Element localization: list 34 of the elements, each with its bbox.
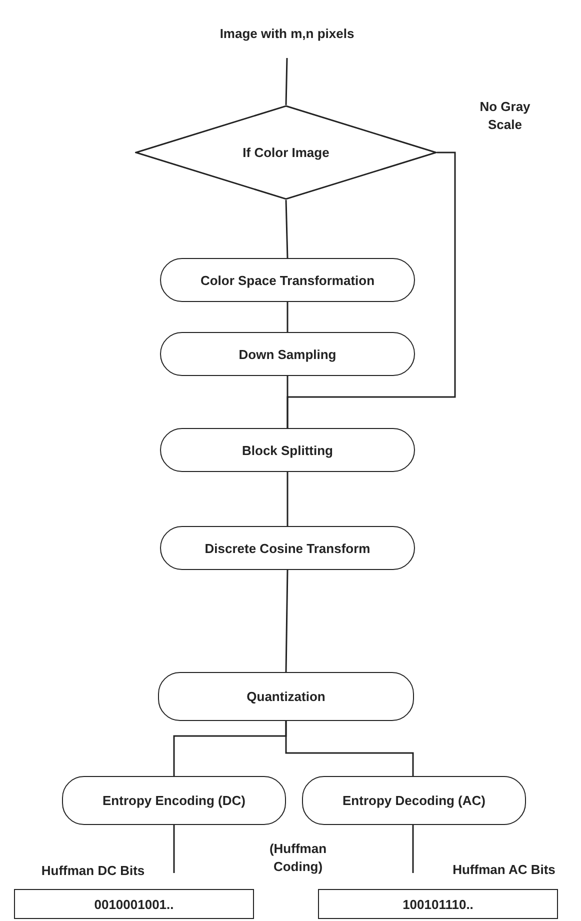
process-box bbox=[302, 776, 526, 825]
connector-line bbox=[286, 472, 288, 526]
connector-line bbox=[173, 825, 175, 873]
connector-line bbox=[286, 302, 288, 332]
node-label: If Color Image bbox=[242, 145, 330, 160]
output-caption: Huffman DC Bits bbox=[40, 862, 146, 880]
process-box bbox=[158, 672, 414, 721]
input-label: Image with m,n pixels bbox=[220, 25, 354, 44]
output-box bbox=[318, 889, 558, 919]
process-box bbox=[160, 428, 415, 472]
node-label: Down Sampling bbox=[238, 346, 336, 362]
connector-line bbox=[412, 825, 414, 873]
connector-line bbox=[285, 200, 288, 258]
connector-line bbox=[286, 152, 456, 428]
node-label: Quantization bbox=[246, 689, 326, 704]
process-box bbox=[160, 526, 415, 570]
connector-line bbox=[285, 570, 288, 672]
node-label: 100101110.. bbox=[402, 896, 474, 912]
annotation-text: (Huffman Coding) bbox=[268, 840, 328, 876]
connector-line bbox=[285, 721, 414, 776]
process-box bbox=[62, 776, 286, 825]
connector-line bbox=[285, 58, 288, 106]
annotation-text: No Gray Scale bbox=[478, 98, 532, 134]
decision-diamond bbox=[135, 105, 437, 200]
node-label: Entropy Decoding (AC) bbox=[342, 793, 486, 808]
node-label: Entropy Encoding (DC) bbox=[102, 793, 246, 808]
node-label: 0010001001.. bbox=[94, 896, 174, 912]
output-caption: Huffman AC Bits bbox=[452, 861, 556, 879]
output-box bbox=[14, 889, 254, 919]
process-box bbox=[160, 332, 415, 376]
node-label: Discrete Cosine Transform bbox=[204, 540, 370, 556]
node-label: Block Splitting bbox=[242, 442, 333, 458]
node-label: Color Space Transformation bbox=[200, 272, 375, 288]
process-box bbox=[160, 258, 415, 302]
